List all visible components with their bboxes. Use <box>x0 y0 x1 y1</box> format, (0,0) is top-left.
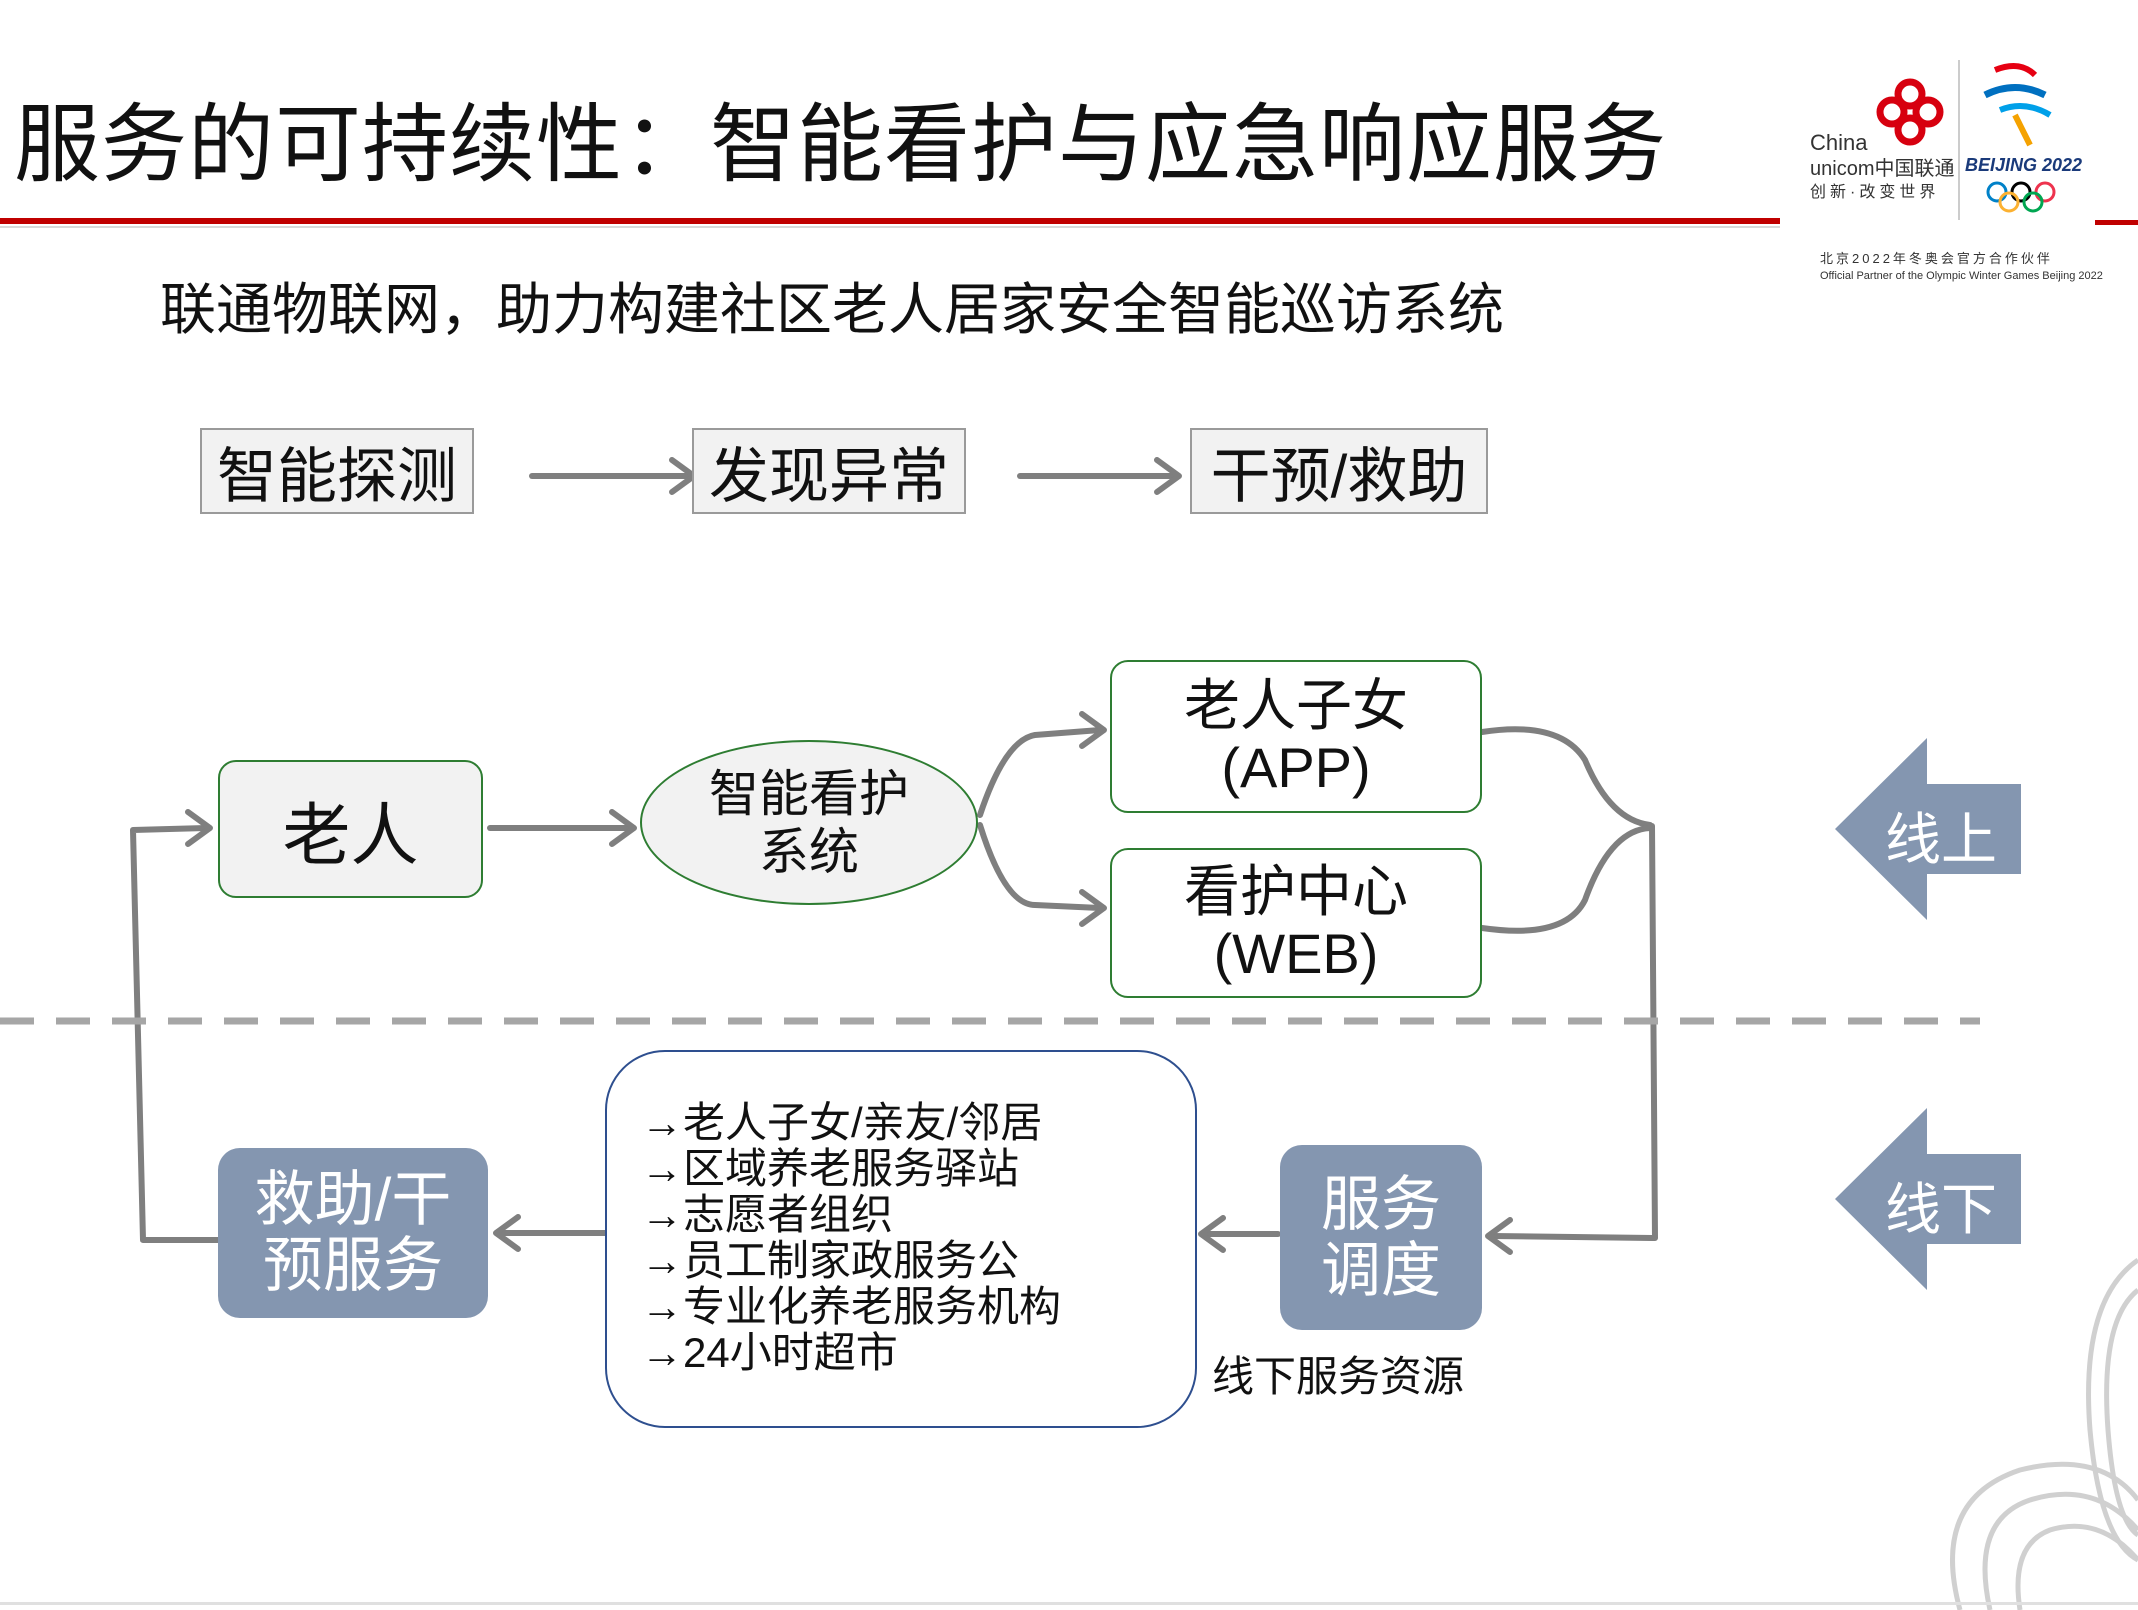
node-care-center-web: 看护中心 (WEB) <box>1110 848 1482 998</box>
node-rescue-line1: 救助/干 <box>254 1166 452 1233</box>
header-rule-right <box>2095 220 2138 225</box>
node-children-line2: (APP) <box>1221 735 1371 799</box>
zone-offline-label: 线下 <box>1885 1178 1997 1241</box>
logo-divider <box>1958 60 1960 220</box>
unicom-knot-icon <box>1876 78 1944 146</box>
beijing-emblem-icon <box>1983 63 2052 147</box>
online-arrow-icon <box>1835 738 2021 920</box>
list-item: →区域养老服务驿站 <box>641 1145 1020 1192</box>
header-rule-gray <box>0 226 1780 228</box>
list-item: →志愿者组织 <box>641 1191 894 1238</box>
list-item: →员工制家政服务公 <box>641 1237 1020 1284</box>
node-center-line1: 看护中心 <box>1184 860 1408 923</box>
node-dispatch-line1: 服务 <box>1321 1170 1441 1238</box>
partner-cn: 北京2022年冬奥会官方合作伙伴 <box>1820 251 2053 266</box>
step-anomaly: 发现异常 <box>692 428 966 514</box>
node-dispatch-line2: 调度 <box>1321 1236 1441 1304</box>
offline-arrow-icon <box>1835 1108 2021 1290</box>
step-detect: 智能探测 <box>200 428 474 514</box>
logo-area: China unicom中国联通 创新·改变世界 BEIJING 2022 北京… <box>1780 50 2103 290</box>
subtitle: 联通物联网，助力构建社区老人居家安全智能巡访系统 <box>160 278 1504 341</box>
node-care-system-line1: 智能看护 <box>709 765 909 822</box>
list-item: →专业化养老服务机构 <box>641 1283 1062 1330</box>
node-rescue-line2: 预服务 <box>263 1232 443 1299</box>
olympic-rings-icon <box>1986 181 2056 213</box>
unicom-en2: unicom中国联通 <box>1810 158 1955 180</box>
offline-resources-list: →老人子女/亲友/邻居 →区域养老服务驿站 →志愿者组织 →员工制家政服务公 →… <box>605 1050 1197 1428</box>
header-rule <box>0 218 1780 224</box>
list-item: →24小时超市 <box>641 1329 898 1376</box>
node-children-line1: 老人子女 <box>1184 673 1408 737</box>
node-elder-label: 老人 <box>282 797 419 874</box>
step-intervene: 干预/救助 <box>1190 428 1488 514</box>
beijing-2022-text: BEIJING 2022 <box>1965 155 2083 175</box>
unicom-en1: China <box>1810 130 1868 155</box>
unicom-slogan: 创新·改变世界 <box>1810 184 1940 201</box>
list-item: →老人子女/亲友/邻居 <box>641 1099 1043 1146</box>
node-children-app: 老人子女 (APP) <box>1110 660 1482 813</box>
footer-rule <box>0 1602 2138 1605</box>
node-service-dispatch: 服务 调度 <box>1280 1145 1482 1330</box>
resources-caption: 线下服务资源 <box>1212 1353 1465 1400</box>
zone-online-label: 线上 <box>1885 808 1997 871</box>
node-rescue-service: 救助/干 预服务 <box>218 1148 488 1318</box>
node-elder: 老人 <box>218 760 483 898</box>
page-title: 服务的可持续性：智能看护与应急响应服务 <box>14 97 1667 193</box>
node-care-system: 智能看护 系统 <box>640 740 978 905</box>
node-center-line2: (WEB) <box>1213 922 1379 985</box>
partner-en: Official Partner of the Olympic Winter G… <box>1820 270 2103 282</box>
node-care-system-line2: 系统 <box>759 823 859 880</box>
